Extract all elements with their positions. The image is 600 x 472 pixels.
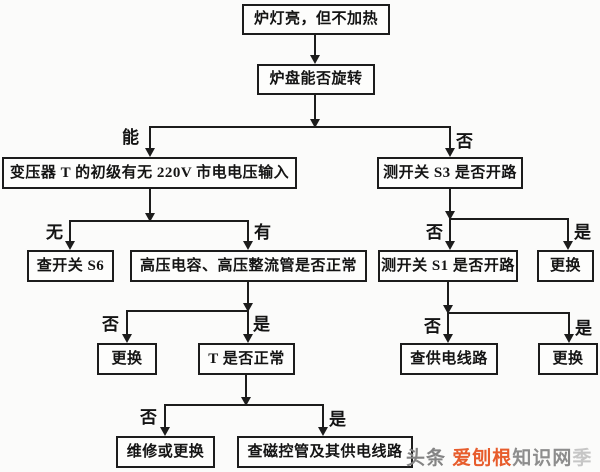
node-hv-capacitor-rectifier: 高压电容、高压整流管是否正常: [130, 250, 367, 282]
split-line-s3: [449, 218, 569, 220]
connector-tno-repair: [164, 405, 166, 428]
split-line-rotate: [149, 126, 451, 128]
connector-no-s3: [449, 127, 451, 149]
arrowhead-tno-repair: [160, 427, 170, 436]
edge-label-hv-yes: 是: [253, 315, 270, 334]
arrowhead-rotate-split: [310, 119, 320, 128]
edge-label-rotate-no: 否: [456, 132, 473, 151]
edge-label-s3-no: 否: [426, 223, 443, 242]
arrowhead-s1-split: [443, 305, 453, 314]
watermark-brand: 爱刨根: [452, 448, 513, 469]
connector-s3-split: [449, 189, 451, 213]
arrowhead-transformer-split: [145, 213, 155, 222]
connector-tyes-magnetron: [322, 405, 324, 428]
node-transformer-input: 变压器 T 的初级有无 220V 市电电压输入: [2, 157, 297, 189]
node-turntable-rotate: 炉盘能否旋转: [257, 64, 375, 95]
node-switch-s1: 测开关 S1 是否开路: [378, 250, 518, 282]
connector-tok-split: [245, 375, 247, 398]
arrowhead-hvno-replace: [122, 334, 132, 343]
arrowhead-no-s3: [445, 148, 455, 157]
edge-label-none: 无: [46, 223, 63, 242]
watermark-site: 知识网: [512, 448, 573, 469]
node-replace-s3: 更换: [537, 250, 594, 282]
arrowhead-s3yes-replace: [563, 241, 573, 250]
connector-rotate-split: [314, 95, 316, 121]
watermark-source: 头条: [406, 448, 447, 469]
arrowhead-can-transformer: [145, 148, 155, 157]
node-switch-s3: 测开关 S3 是否开路: [377, 157, 523, 189]
arrowhead-tyes-magnetron: [318, 427, 328, 436]
edge-label-s3-yes: 是: [574, 223, 591, 242]
connector-transformer-split: [149, 189, 151, 215]
split-line-s1: [447, 312, 570, 314]
connector-can-transformer: [149, 127, 151, 149]
arrowhead-tok-split: [241, 397, 251, 406]
watermark-tail: 季: [572, 448, 593, 469]
connector-start-rotate: [314, 34, 316, 57]
arrowhead-start-rotate: [310, 55, 320, 64]
arrowhead-have-hv: [243, 241, 253, 250]
edge-label-can: 能: [122, 128, 139, 147]
arrowhead-hvyes-tok: [243, 334, 253, 343]
edge-label-t-no: 否: [140, 408, 157, 427]
edge-label-hv-no: 否: [102, 315, 119, 334]
split-line-hv: [126, 310, 249, 312]
connector-have-hv: [247, 221, 249, 242]
node-check-magnetron: 查磁控管及其供电线路: [237, 436, 413, 468]
node-replace-hv: 更换: [97, 343, 157, 375]
node-check-supply-line: 查供电线路: [400, 343, 498, 375]
split-line-tok: [164, 404, 324, 406]
arrowhead-s3no-s1: [445, 241, 455, 250]
arrowhead-s1no-supply: [443, 334, 453, 343]
edge-label-s1-yes: 是: [575, 319, 592, 338]
node-repair-or-replace: 维修或更换: [116, 436, 215, 468]
node-start: 炉灯亮，但不加热: [242, 4, 390, 35]
connector-s1-split: [447, 282, 449, 306]
connector-s3no-s1: [449, 220, 451, 242]
split-line-transformer: [69, 220, 249, 222]
connector-s3yes-replace: [567, 219, 569, 242]
connector-none-s6: [69, 221, 71, 242]
edge-label-s1-no: 否: [424, 317, 441, 336]
arrowhead-none-s6: [65, 241, 75, 250]
connector-hv-split: [247, 282, 249, 305]
connector-s1yes-replace: [568, 313, 570, 335]
connector-hvyes-tok: [247, 311, 249, 335]
node-replace-s1: 更换: [538, 343, 598, 375]
arrowhead-s1yes-replace: [564, 334, 574, 343]
connector-s1no-supply: [447, 314, 449, 335]
node-t-normal: T 是否正常: [198, 343, 295, 375]
arrowhead-s3-split: [445, 211, 455, 220]
edge-label-t-yes: 是: [329, 410, 346, 429]
arrowhead-hv-split: [243, 303, 253, 312]
edge-label-have: 有: [254, 223, 271, 242]
watermark: 头条 爱刨根知识网季: [406, 443, 592, 470]
connector-hvno-replace: [126, 311, 128, 335]
node-check-s6: 查开关 S6: [27, 250, 114, 282]
